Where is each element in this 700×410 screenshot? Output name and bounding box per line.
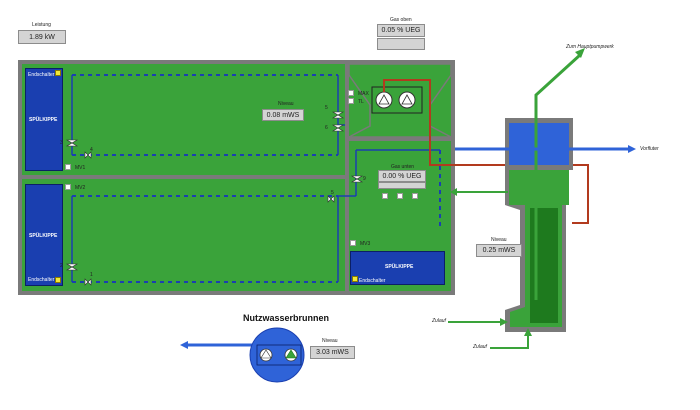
mv3-indicator[interactable] xyxy=(350,240,356,246)
leistung-value: 1.89 kW xyxy=(18,30,66,44)
niveau-right-label: Niveau xyxy=(491,237,507,243)
max-indicator xyxy=(348,90,354,96)
pipe-hauptpumpwerk xyxy=(534,53,582,300)
right-chamber-wall xyxy=(345,64,349,291)
spuelkippe-lower-label: SPÜLKIPPE xyxy=(29,233,58,239)
spuelkippe-upper-tank: SPÜLKIPPE Endschalter xyxy=(25,68,63,171)
valve-label-5: 5 xyxy=(325,105,328,111)
tl-indicator xyxy=(348,98,354,104)
right-shaft xyxy=(530,208,558,323)
zulauf-2-label: Zulauf xyxy=(473,344,487,350)
gas-unten-extra-box xyxy=(378,182,426,189)
valve-label-4: 4 xyxy=(90,147,93,153)
valve-label-3: 3 xyxy=(60,140,63,146)
pipe-red-right xyxy=(572,164,589,224)
arrow-zulauf-2 xyxy=(524,328,532,336)
valve-2 xyxy=(65,263,79,271)
pump-2-triangle xyxy=(401,94,413,105)
niveau-right-value: 0.25 mWS xyxy=(476,244,522,257)
valve-5 xyxy=(331,111,345,119)
tl-label: TL xyxy=(358,99,364,105)
chamber-divider xyxy=(18,175,348,179)
valve-9 xyxy=(350,175,364,183)
vorfluter-label: Vorfluter xyxy=(640,146,659,152)
pipe-zulauf-2 xyxy=(490,332,529,349)
gas-oben-value: 0.05 % UEG xyxy=(377,24,425,37)
gas-sensor-2 xyxy=(397,193,403,199)
leistung-label: Leistung xyxy=(32,22,51,28)
brunnen-pump-2-triangle xyxy=(285,349,297,359)
endschalter-1-indicator xyxy=(55,70,61,76)
zulauf-1-label: Zulauf xyxy=(432,318,446,324)
mv1-indicator[interactable] xyxy=(65,164,71,170)
pump-1-triangle xyxy=(378,94,390,105)
mv3-label: MV3 xyxy=(360,241,371,247)
nutzwasserbrunnen-title: Nutzwasserbrunnen xyxy=(243,313,330,323)
gas-oben-label: Gas oben xyxy=(390,17,412,23)
niveau-top-value: 0.08 mWS xyxy=(262,109,304,121)
spuelkippe-lower-tank: SPÜLKIPPE Endschalter xyxy=(25,184,63,286)
valve-label-1: 1 xyxy=(90,272,93,278)
valve-5b xyxy=(327,195,335,203)
valve-4 xyxy=(84,151,92,159)
valve-label-5b: 5 xyxy=(331,190,334,196)
max-label: MAX xyxy=(358,91,369,97)
brunnen-circle xyxy=(249,327,305,383)
endschalter-3-label: Endschalter xyxy=(359,278,386,284)
niveau-top-label: Niveau xyxy=(278,101,294,107)
gas-sensor-1 xyxy=(382,193,388,199)
arrow-zulauf-1 xyxy=(500,318,508,326)
valves xyxy=(65,111,364,286)
mv2-label: MV2 xyxy=(75,185,86,191)
spuelkippe-right-tank: SPÜLKIPPE Endschalter xyxy=(350,251,445,285)
mv1-label: MV1 xyxy=(75,165,86,171)
gas-oben-extra-box xyxy=(377,38,425,50)
niveau-brunnen-label: Niveau xyxy=(322,338,338,344)
mv2-indicator[interactable] xyxy=(65,184,71,190)
arrow-green-return xyxy=(450,188,457,196)
spuelkippe-right-label: SPÜLKIPPE xyxy=(385,264,414,270)
endschalter-3-indicator xyxy=(352,276,358,282)
pipe-red-upper xyxy=(383,79,455,166)
arrow-vorfluter xyxy=(628,145,636,153)
endschalter-1-label: Endschalter xyxy=(28,72,55,78)
brunnen-pump-frame xyxy=(256,344,302,366)
valve-label-9: 9 xyxy=(363,176,366,182)
endschalter-2-indicator xyxy=(55,277,61,283)
valve-label-2: 2 xyxy=(60,263,63,269)
arrow-brunnen xyxy=(180,341,188,349)
spuelkippe-upper-label: SPÜLKIPPE xyxy=(29,117,58,123)
endschalter-2-label: Endschalter xyxy=(28,277,55,283)
valve-1 xyxy=(84,278,92,286)
gas-unten-label: Gas unten xyxy=(391,164,415,170)
right-chamber-divider xyxy=(345,137,451,141)
right-top-basin xyxy=(509,123,569,165)
hauptpumpwerk-label: Zum Hauptpumpwerk xyxy=(566,44,614,50)
valve-label-6: 6 xyxy=(325,125,328,131)
valve-6 xyxy=(331,124,345,132)
niveau-brunnen-value: 3.03 mWS xyxy=(310,346,355,359)
brunnen-pump-1-triangle xyxy=(260,349,272,359)
gas-sensor-3 xyxy=(412,193,418,199)
gas-unten-value: 0.00 % UEG xyxy=(378,170,426,182)
arrow-hauptpumpwerk xyxy=(575,48,585,58)
valve-3 xyxy=(65,139,79,147)
